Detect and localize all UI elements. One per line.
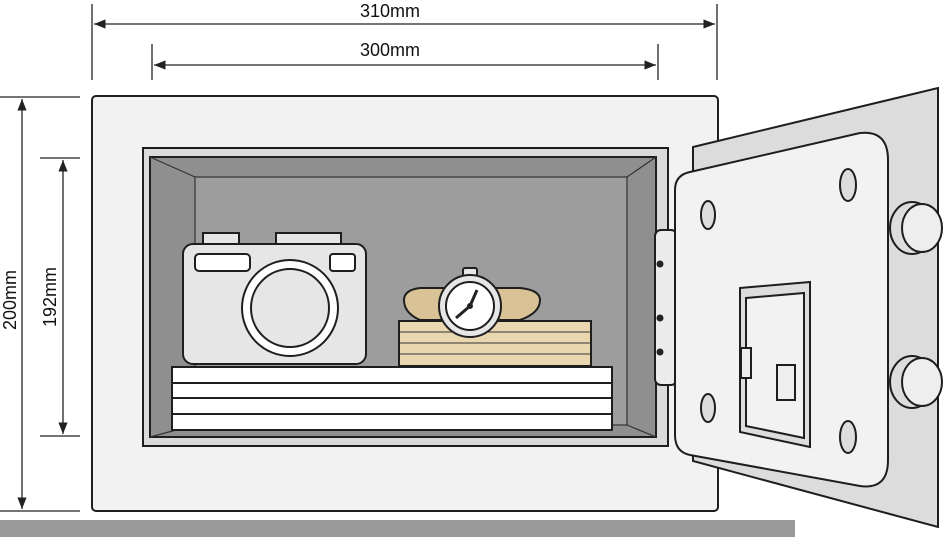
safe-door [654,86,943,529]
wristwatch [402,267,542,338]
inner-height-label: 192mm [40,267,60,327]
dimension-lines [0,4,718,512]
document-stack [171,366,613,431]
outer-height-label: 200mm [0,270,20,330]
watch-box [398,320,592,367]
bolt [839,168,857,202]
inner-width-label: 300mm [360,40,420,60]
camera [182,232,367,365]
bolt [700,393,716,423]
knob-bottom[interactable] [889,355,943,409]
outer-width-label: 310mm [360,1,420,21]
bolt [700,200,716,230]
floor [0,520,795,537]
bolt [839,420,857,454]
lock-panel [739,280,811,449]
knob-top[interactable] [889,201,943,255]
